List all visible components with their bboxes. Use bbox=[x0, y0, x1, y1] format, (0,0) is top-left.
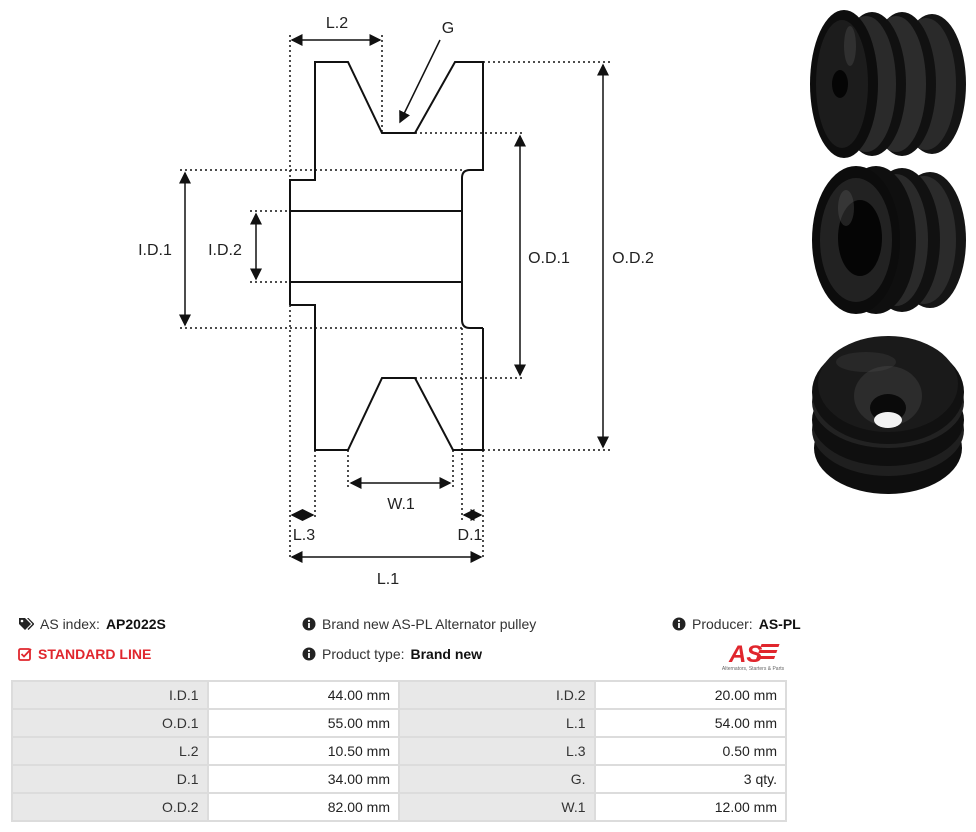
pulley-photo-front bbox=[812, 336, 964, 494]
spec-key: L.3 bbox=[398, 736, 596, 766]
product-type-value: Brand new bbox=[410, 646, 483, 662]
label-od2: O.D.2 bbox=[612, 250, 654, 267]
spec-key: W.1 bbox=[398, 792, 596, 822]
label-id1: I.D.1 bbox=[138, 242, 172, 259]
specifications-table: I.D.1 44.00 mm I.D.2 20.00 mm O.D.1 55.0… bbox=[11, 680, 788, 822]
spec-value: 44.00 mm bbox=[206, 680, 401, 710]
spec-key: I.D.1 bbox=[11, 680, 209, 710]
spec-key: O.D.1 bbox=[11, 708, 209, 738]
label-l2: L.2 bbox=[326, 15, 348, 32]
spec-value: 20.00 mm bbox=[593, 680, 788, 710]
producer: Producer: AS-PL bbox=[672, 616, 801, 632]
info-icon bbox=[302, 647, 316, 661]
spec-key: O.D.2 bbox=[11, 792, 209, 822]
label-l1: L.1 bbox=[377, 571, 399, 588]
dimension-arrows bbox=[179, 34, 609, 563]
label-d1: D.1 bbox=[458, 527, 483, 544]
spec-key: D.1 bbox=[11, 764, 209, 794]
groove-pointer-arrow bbox=[399, 39, 441, 124]
spec-value: 55.00 mm bbox=[206, 708, 401, 738]
table-row: O.D.1 55.00 mm L.1 54.00 mm bbox=[11, 708, 788, 738]
table-row: I.D.1 44.00 mm I.D.2 20.00 mm bbox=[11, 680, 788, 710]
spec-key: L.2 bbox=[11, 736, 209, 766]
pulley-photo-side bbox=[810, 10, 966, 158]
table-row: L.2 10.50 mm L.3 0.50 mm bbox=[11, 736, 788, 766]
extension-lines bbox=[180, 35, 610, 560]
spec-value: 3 qty. bbox=[593, 764, 788, 794]
table-row: D.1 34.00 mm G. 3 qty. bbox=[11, 764, 788, 794]
pulley-profile-outline bbox=[289, 61, 484, 451]
spec-key: L.1 bbox=[398, 708, 596, 738]
spec-value: 34.00 mm bbox=[206, 764, 401, 794]
logo-tagline: Alternators, Starters & Parts bbox=[722, 666, 785, 672]
svg-text:AS: AS bbox=[728, 641, 762, 668]
pulley-photo-angle bbox=[812, 166, 966, 314]
as-index-value: AP2022S bbox=[105, 616, 166, 632]
label-id2: I.D.2 bbox=[208, 242, 242, 259]
as-pl-logo[interactable]: AS Alternators, Starters & Parts bbox=[715, 640, 791, 672]
tags-icon bbox=[19, 618, 34, 630]
checkbox-checked-icon bbox=[18, 648, 32, 661]
description: Brand new AS-PL Alternator pulley bbox=[302, 616, 536, 632]
label-od1: O.D.1 bbox=[528, 250, 570, 267]
spec-value: 82.00 mm bbox=[206, 792, 401, 822]
table-row: O.D.2 82.00 mm W.1 12.00 mm bbox=[11, 792, 788, 822]
info-icon bbox=[302, 617, 316, 631]
pulley-technical-drawing: L.2 G I.D.1 I.D.2 O.D.1 O.D.2 W.1 L.3 D.… bbox=[138, 15, 654, 588]
spec-value: 10.50 mm bbox=[206, 736, 401, 766]
info-icon bbox=[672, 617, 686, 631]
as-index: AS index: AP2022S bbox=[18, 616, 166, 632]
spec-value: 12.00 mm bbox=[593, 792, 788, 822]
standard-line: STANDARD LINE bbox=[18, 646, 151, 662]
label-l3: L.3 bbox=[293, 527, 315, 544]
spec-key: I.D.2 bbox=[398, 680, 596, 710]
spec-value: 0.50 mm bbox=[593, 736, 788, 766]
product-type: Product type: Brand new bbox=[302, 646, 482, 662]
spec-key: G. bbox=[398, 764, 596, 794]
spec-value: 54.00 mm bbox=[593, 708, 788, 738]
producer-value: AS-PL bbox=[758, 616, 801, 632]
label-g: G bbox=[442, 20, 454, 37]
label-w1: W.1 bbox=[387, 496, 415, 513]
